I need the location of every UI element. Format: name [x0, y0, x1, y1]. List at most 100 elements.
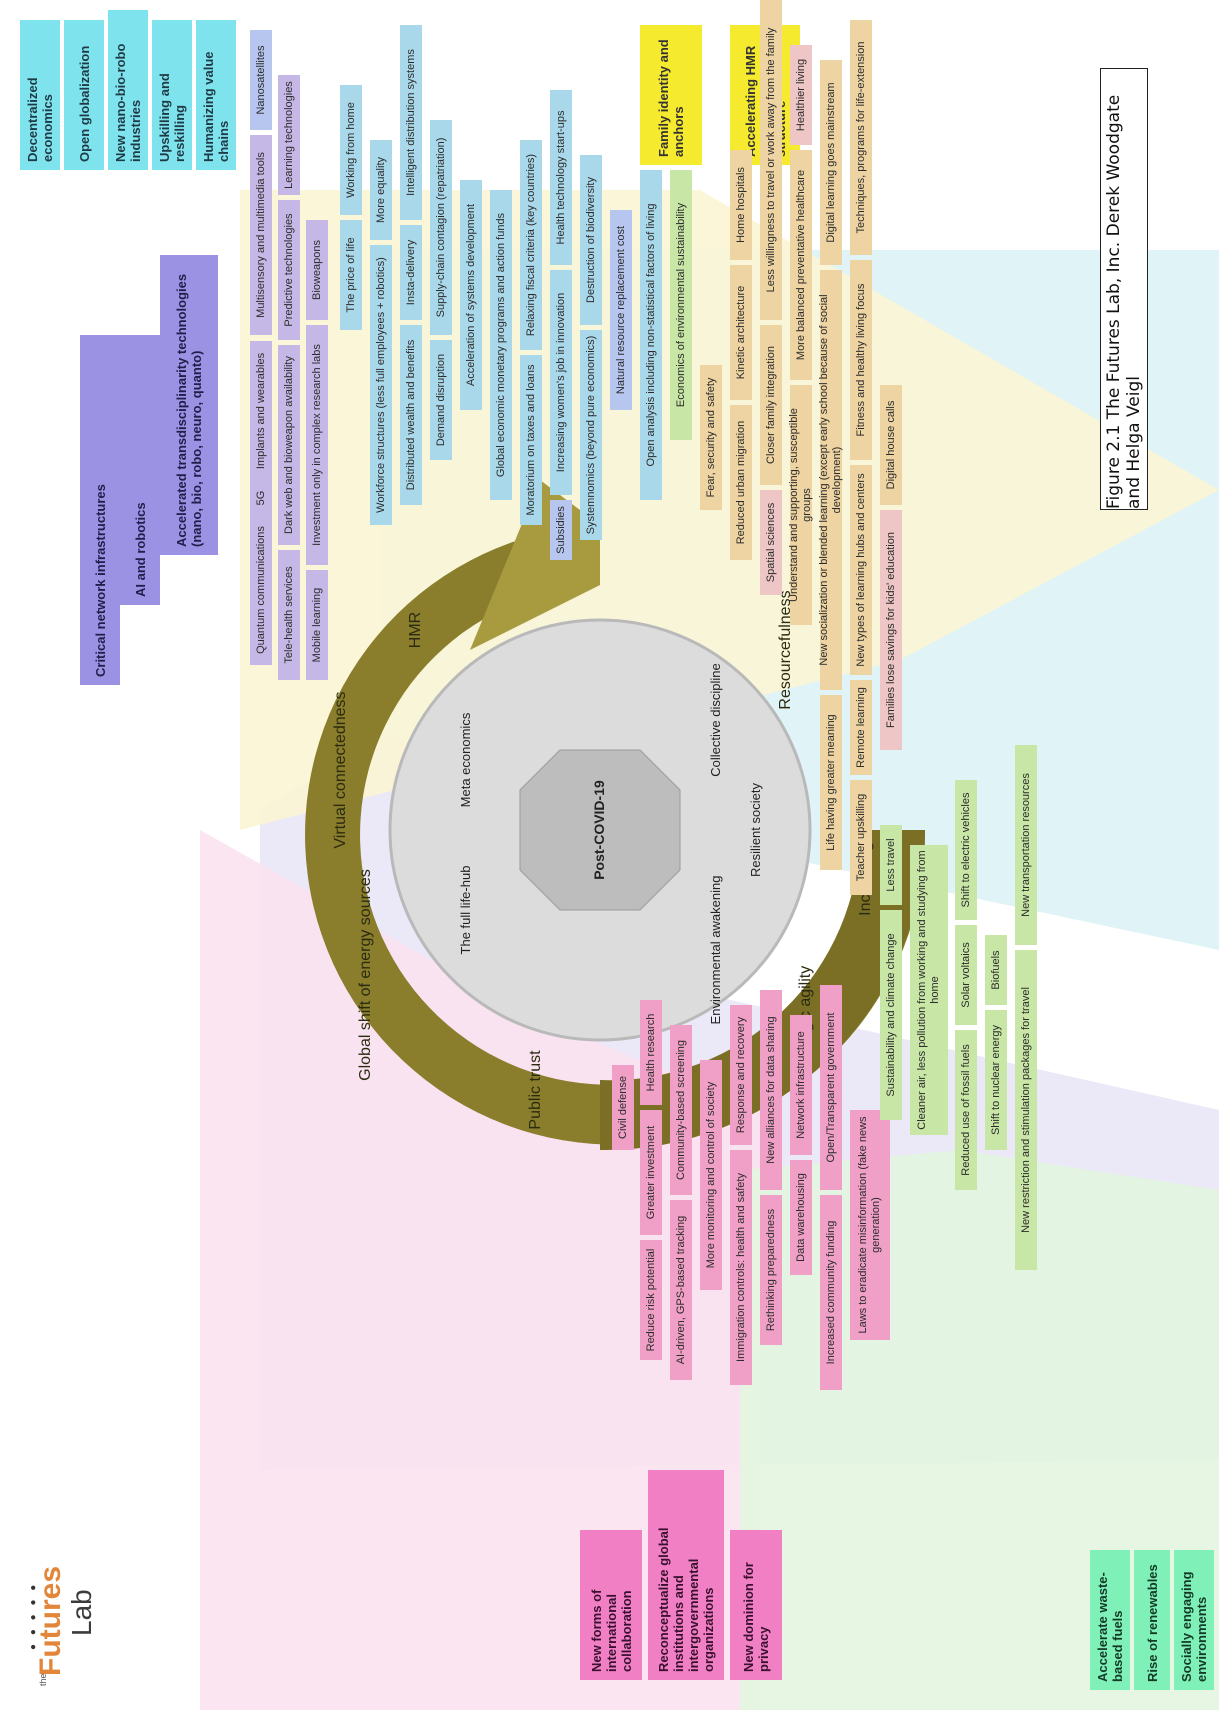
gov-item-16: Laws to eradicate misinformation (fake n…	[850, 1110, 890, 1340]
gov-item-9: Response and recovery	[730, 1005, 752, 1145]
energy-item-7: Shift to nuclear energy	[985, 1010, 1007, 1150]
econ-item-14: Subsidies	[550, 500, 572, 560]
energy-item-10: New transportation resources	[1015, 745, 1037, 945]
sector-governance	[200, 830, 760, 1710]
hub-inner-2: The full life-hub	[458, 866, 473, 955]
family-item-7: Less willingness to travel or work away …	[760, 0, 782, 320]
econ-item-16: Health technology start-ups	[550, 90, 572, 265]
family-item-10: Healthier living	[790, 45, 812, 145]
header-economy-2: Open globalization	[64, 20, 104, 170]
econ-item-3: Workforce structures (less full employee…	[370, 245, 392, 525]
tech-item-4: Multisensory and multimedia tools	[250, 135, 272, 335]
econ-item-1: The price of life	[340, 220, 362, 330]
econ-item-8: Demand disruption	[430, 340, 452, 460]
energy-item-2: Less travel	[880, 825, 902, 905]
ring-label-2: Virtual connectedness	[332, 691, 349, 848]
gov-item-2: Reduce risk potential	[640, 1240, 662, 1360]
header-family-1: Family identity and anchors	[640, 25, 702, 165]
family-item-19: Families lose savings for kids' educatio…	[880, 510, 902, 750]
gov-item-4: Health research	[640, 1000, 662, 1105]
family-item-15: Remote learning	[850, 680, 872, 775]
hub-center-label: Post-COVID-19	[591, 780, 607, 880]
ring-label-7: Resourcefulness	[777, 590, 794, 709]
econ-item-5: Distributed wealth and benefits	[400, 325, 422, 505]
family-item-20: Digital house calls	[880, 385, 902, 505]
econ-item-11: Global economic monetary programs and ac…	[490, 190, 512, 500]
header-economy-1: Decentralized economics	[20, 20, 60, 170]
gov-item-10: Rethinking preparedness	[760, 1195, 782, 1345]
gov-item-1: Civil defense	[612, 1065, 634, 1150]
hub-inner-1: Meta economics	[458, 712, 473, 807]
tech-item-11: Investment only in complex research labs	[306, 325, 328, 565]
econ-item-19: Natural resource replacement cost	[610, 210, 632, 410]
tech-item-6: Dark web and bioweapon availability	[278, 345, 300, 545]
hub-inner-3: Collective discipline	[708, 663, 723, 776]
energy-item-8: Biofuels	[985, 935, 1007, 1005]
gov-item-6: Community-based screening	[670, 1025, 692, 1195]
econ-item-9: Supply-chain contagion (repatriation)	[430, 120, 452, 335]
tech-item-3: Implants and wearables	[250, 341, 272, 481]
header-gov-3: New dominion for privacy	[730, 1530, 782, 1680]
header-tech-3: Accelerated transdisciplinarity technolo…	[160, 255, 218, 555]
econ-item-10: Acceleration of systems development	[460, 180, 482, 410]
header-economy-3: New nano-bio-robo industries	[108, 10, 148, 170]
family-item-2: Reduced urban migration	[730, 405, 752, 560]
energy-item-3: Cleaner air, less pollution from working…	[910, 845, 948, 1135]
hub-inner-4: Environmental awakening	[708, 876, 723, 1025]
logo-futures-text: Futures	[34, 1565, 67, 1676]
logo-lab-text: Lab	[66, 1589, 97, 1636]
econ-item-15: Increasing women's job in innovation	[550, 270, 572, 495]
family-item-6: Closer family integration	[760, 325, 782, 485]
gov-item-11: New alliances for data sharing	[760, 990, 782, 1190]
header-economy-4: Upskilling and reskilling	[152, 20, 192, 170]
family-item-17: Fitness and healthy living focus	[850, 260, 872, 460]
tech-item-1: Quantum communications	[250, 515, 272, 665]
econ-item-6: Insta-delivery	[400, 225, 422, 320]
family-item-1: Fear, security and safety	[700, 365, 722, 510]
family-item-18: Techniques, programs for life-extension	[850, 20, 872, 255]
gov-item-3: Greater investment	[640, 1110, 662, 1235]
energy-item-6: Shift to electric vehicles	[955, 780, 977, 920]
econ-item-4: More equality	[370, 140, 392, 240]
econ-item-18: Destruction of biodiversity	[580, 155, 602, 325]
family-item-14: Teacher upskilling	[850, 780, 872, 895]
header-tech-2: AI and robotics	[120, 335, 160, 605]
ring-label-3: Global shift of energy sources	[357, 869, 374, 1081]
econ-item-12: Moratorium on taxes and loans	[520, 355, 542, 525]
energy-item-4: Reduced use of fossil fuels	[955, 1030, 977, 1190]
econ-item-20: Open analysis including non-statistical …	[640, 170, 662, 500]
gov-item-8: Immigration controls: health and safety	[730, 1150, 752, 1385]
center-octagon	[519, 749, 681, 911]
header-economy-5: Humanizing value chains	[196, 20, 236, 170]
ring-label-1: HMR	[407, 612, 424, 648]
econ-item-7: Intelligent distribution systems	[400, 25, 422, 220]
econ-item-13: Relaxing fiscal criteria (key countries)	[520, 140, 542, 350]
gov-item-13: Network infrastructure	[790, 1015, 812, 1155]
ring-label-4: Public trust	[527, 1050, 544, 1130]
family-item-9: More balanced preventative healthcare	[790, 150, 812, 380]
gov-item-7: More monitoring and control of society	[700, 1060, 722, 1290]
family-item-5: Spatial sciences	[760, 490, 782, 595]
family-item-4: Home hospitals	[730, 150, 752, 260]
tech-item-7: Predictive technologies	[278, 200, 300, 340]
tech-item-10: Mobile learning	[306, 570, 328, 680]
family-item-16: New types of learning hubs and centers	[850, 465, 872, 675]
econ-item-2: Working from home	[340, 85, 362, 215]
header-energy-1: Accelerate waste-based fuels	[1090, 1550, 1130, 1690]
header-tech-1: Critical network infrastructures	[80, 335, 120, 685]
figure-caption: Figure 2.1 The Futures Lab, Inc. Derek W…	[1100, 68, 1148, 510]
energy-item-1: Sustainability and climate change	[880, 910, 902, 1120]
family-item-13: Digital learning goes mainstream	[820, 60, 842, 265]
gov-item-12: Data warehousing	[790, 1160, 812, 1275]
family-item-3: Kinetic architecture	[730, 265, 752, 400]
tech-item-12: Bioweapons	[306, 220, 328, 320]
gov-item-14: Increased community funding	[820, 1195, 842, 1390]
econ-item-21: Economics of environmental sustainabilit…	[670, 170, 692, 440]
energy-item-9: New restriction and stimulation packages…	[1015, 950, 1037, 1270]
tech-item-5: Tele-health services	[278, 550, 300, 680]
gov-item-15: Open/Transparent government	[820, 985, 842, 1190]
header-energy-2: Rise of renewables	[1134, 1550, 1170, 1690]
